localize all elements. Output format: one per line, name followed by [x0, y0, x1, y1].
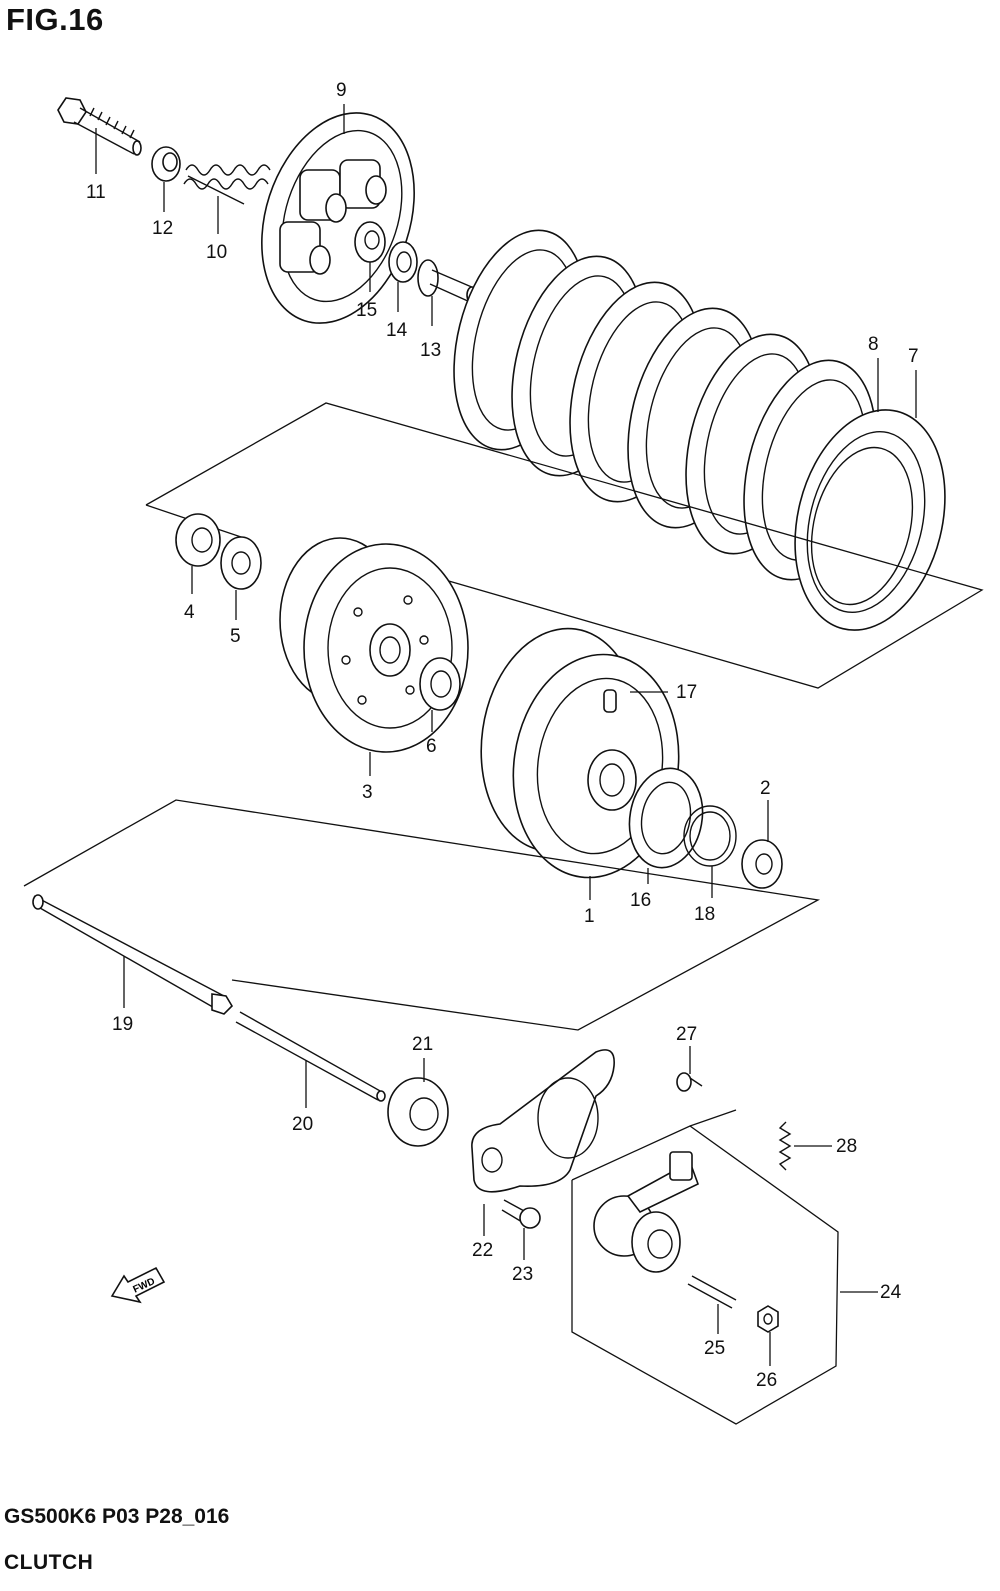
callout-16: 16: [630, 890, 651, 911]
callout-8: 8: [868, 334, 879, 355]
push-rod-19: [32, 894, 234, 1015]
callout-25: 25: [704, 1338, 725, 1359]
group-outline-upper: [145, 402, 984, 689]
figure-name: CLUTCH: [4, 1551, 94, 1574]
callout-15: 15: [356, 300, 377, 321]
bolt-25: [687, 1275, 737, 1309]
clutch-spring: [183, 164, 271, 205]
callout-11: 11: [86, 182, 106, 203]
oil-seal-21: [387, 1077, 449, 1147]
callout-19: 19: [112, 1014, 133, 1035]
callout-23: 23: [512, 1264, 533, 1285]
callout-5: 5: [230, 626, 241, 647]
callout-7: 7: [908, 346, 919, 367]
pressure-plate: [261, 112, 415, 324]
callout-21: 21: [412, 1034, 433, 1055]
nut-26: [757, 1305, 779, 1333]
washer-2: [741, 839, 783, 889]
callout-27: 27: [676, 1024, 697, 1045]
callout-6: 6: [426, 736, 437, 757]
clutch-bolt: [57, 97, 142, 156]
callout-labels: 9 11 12 10 15 14 13 8 7 4 5 6 3 17 2 16 …: [86, 80, 919, 1391]
callout-4: 4: [184, 602, 195, 623]
callout-24: 24: [880, 1282, 902, 1303]
clutch-plate-stack: [453, 229, 877, 581]
callout-3: 3: [362, 782, 373, 803]
bearing-14: [388, 241, 418, 283]
release-assy-outline: [571, 1125, 839, 1425]
callout-10: 10: [206, 242, 227, 263]
callout-26: 26: [756, 1370, 777, 1391]
forward-direction-arrow: FWD: [110, 1266, 166, 1304]
primary-driven-gear: [279, 537, 469, 753]
release-arm-assy: [593, 1151, 699, 1273]
callout-2: 2: [760, 778, 771, 799]
push-rod-20: [235, 1011, 386, 1102]
callout-28: 28: [836, 1136, 857, 1157]
callout-13: 13: [420, 340, 441, 361]
nut-4: [175, 513, 221, 567]
push-piece-13: [417, 259, 478, 304]
callout-1: 1: [584, 906, 595, 927]
callout-12: 12: [152, 218, 173, 239]
spring-28: [778, 1121, 792, 1171]
leader-lines: [95, 104, 917, 1366]
circlip-18: [683, 805, 737, 867]
callout-9: 9: [336, 80, 347, 101]
spacer-6: [419, 657, 461, 711]
model-code: GS500K6 P03 P28_016: [4, 1505, 230, 1528]
callout-22: 22: [472, 1240, 493, 1261]
lock-washer-5: [220, 536, 262, 590]
gasket-22: [471, 1049, 615, 1193]
figure-title: FIG.16: [6, 2, 104, 37]
bolt-23: [501, 1199, 541, 1229]
screw-27: [676, 1072, 703, 1092]
callout-18: 18: [694, 904, 715, 925]
callout-20: 20: [292, 1114, 313, 1135]
washer-12: [151, 146, 181, 182]
drive-plate-7: [794, 409, 946, 631]
group-outline-lower: [23, 799, 821, 1031]
driven-plate-8: [810, 446, 914, 606]
callout-17: 17: [676, 682, 697, 703]
callout-14: 14: [386, 320, 408, 341]
